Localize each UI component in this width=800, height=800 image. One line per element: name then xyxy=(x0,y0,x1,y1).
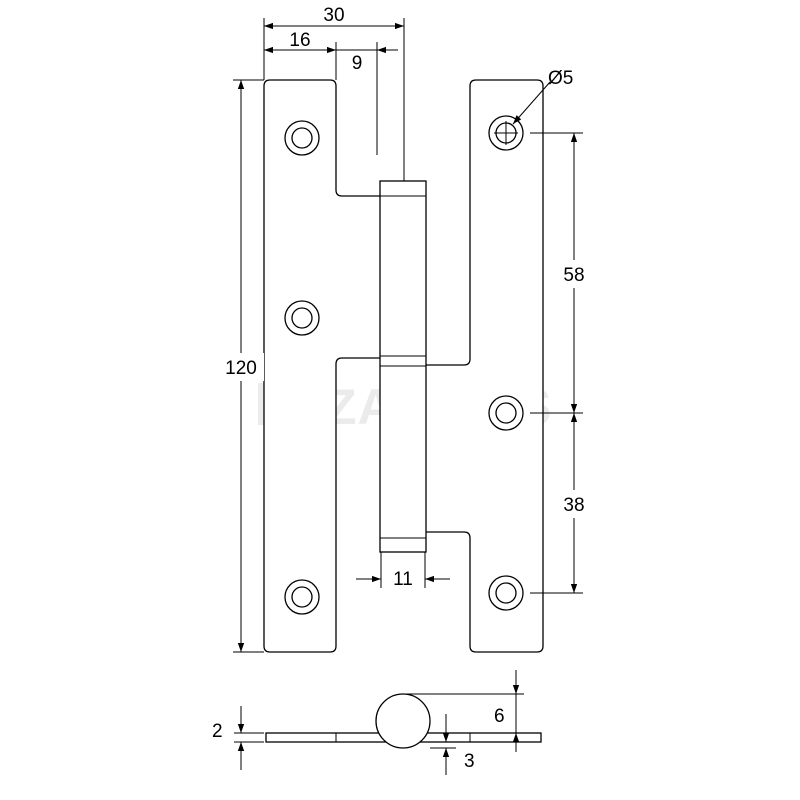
dimension-hole-diameter: Ø5 xyxy=(512,68,573,125)
screw-hole-left-middle xyxy=(284,300,320,336)
screw-hole-left-bottom xyxy=(284,579,320,615)
dimension-plate-thickness: 2 xyxy=(212,706,264,770)
dimension-label-120: 120 xyxy=(225,358,257,379)
dimension-label-2: 2 xyxy=(212,721,223,742)
left-leaf xyxy=(263,79,382,653)
dimension-height: 120 xyxy=(218,79,264,653)
screw-hole-right-middle xyxy=(488,395,524,431)
dimension-knuckle-diameter: 11 xyxy=(356,552,450,590)
dimension-leaf-width: 16 xyxy=(264,30,337,80)
dimension-label-diameter: Ø5 xyxy=(548,68,573,89)
screw-hole-left-top xyxy=(284,120,320,156)
dimension-knuckle-gap: 3 xyxy=(430,714,475,775)
hinge-knuckle xyxy=(379,180,427,553)
dimension-label-30: 30 xyxy=(323,5,344,26)
dimension-knuckle-height: 6 xyxy=(403,670,541,752)
right-leaf xyxy=(424,79,544,653)
dimension-label-38: 38 xyxy=(563,495,584,516)
dimension-label-9: 9 xyxy=(352,53,363,74)
dimension-label-16: 16 xyxy=(289,30,310,51)
screw-hole-right-top xyxy=(488,115,524,151)
dimension-label-11: 11 xyxy=(393,569,413,590)
dimension-label-6: 6 xyxy=(494,706,505,727)
dimension-label-3: 3 xyxy=(464,751,475,772)
hinge-side-view xyxy=(265,693,542,749)
dimension-knuckle-offset: 9 xyxy=(336,42,398,155)
dimension-label-58: 58 xyxy=(563,265,584,286)
dimension-hole-spacing: 58 38 xyxy=(530,132,592,594)
screw-hole-right-bottom xyxy=(488,575,524,611)
